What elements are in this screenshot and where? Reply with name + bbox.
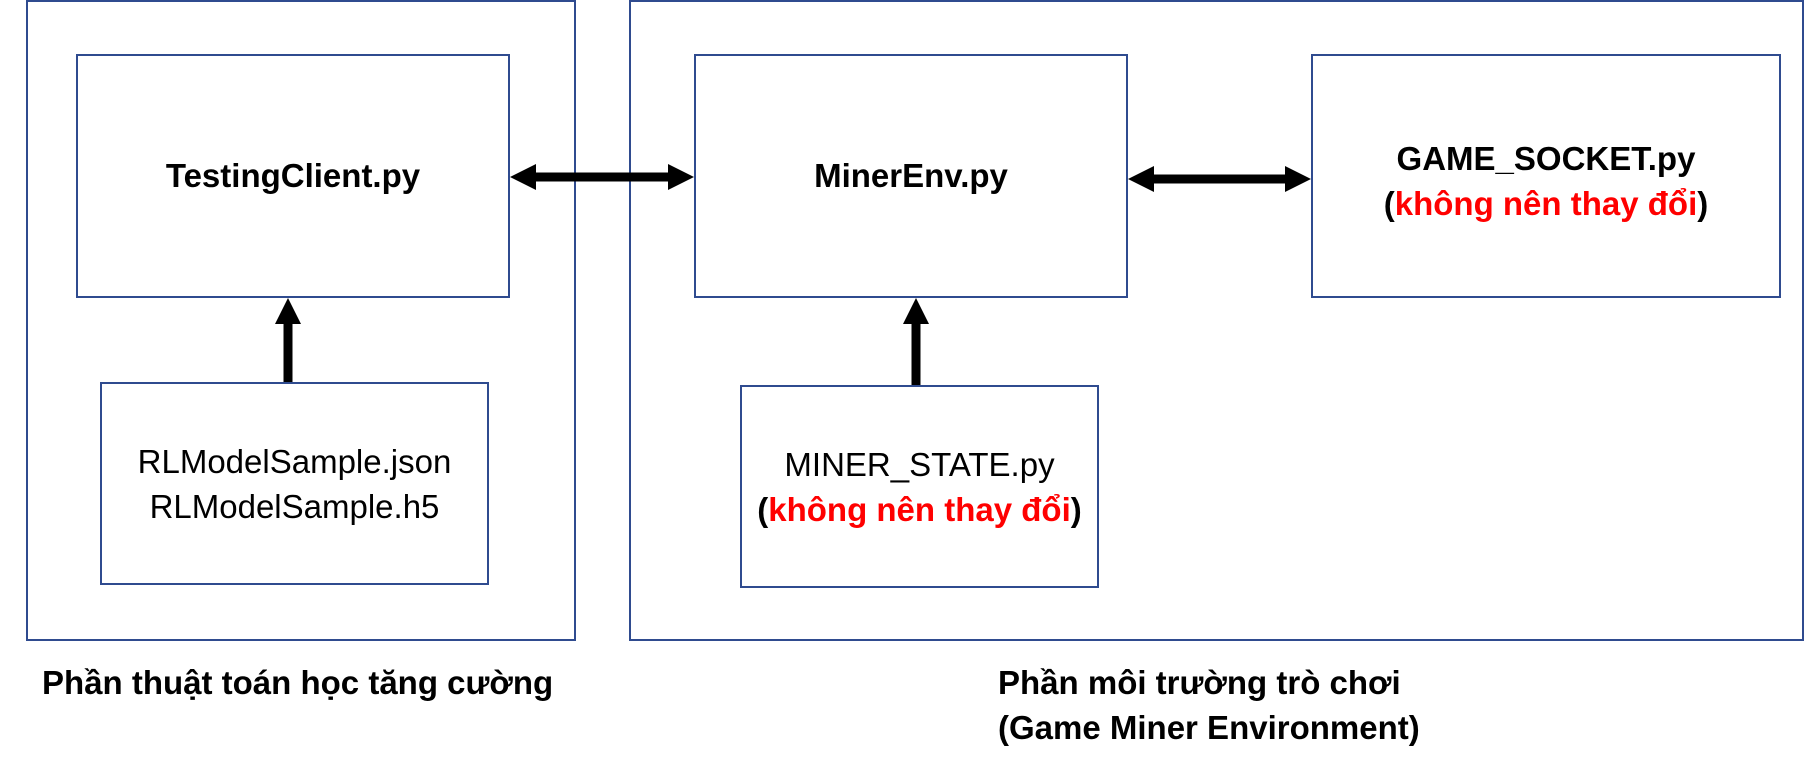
miner-env-node: MinerEnv.py: [694, 54, 1128, 298]
arrow-head-to-game_socket: [1285, 166, 1311, 192]
game-socket-node: GAME_SOCKET.py (không nên thay đổi): [1311, 54, 1781, 298]
miner-state-note: (không nên thay đổi): [757, 490, 1082, 528]
rl-algorithm-panel: [26, 0, 576, 641]
miner-state-warning: không nên thay đổi: [768, 490, 1071, 528]
miner-env-label: MinerEnv.py: [814, 157, 1008, 194]
game-socket-warning: không nên thay đổi: [1394, 185, 1698, 222]
model-h5-label: RLModelSample.h5: [149, 487, 440, 525]
arrow-head-to-testing_client: [275, 298, 301, 324]
arrow-head-to-miner_env: [668, 164, 694, 190]
game-socket-note: (không nên thay đổi): [1383, 185, 1709, 222]
arrow-head-to-testing_client: [510, 164, 536, 190]
model-json-label: RLModelSample.json: [137, 442, 452, 480]
env-panel-caption-line2: (Game Miner Environment): [998, 709, 1420, 746]
miner-state-node: MINER_STATE.py (không nên thay đổi): [740, 385, 1099, 588]
game-environment-panel: [629, 0, 1804, 641]
arrow-head-to-miner_env: [903, 298, 929, 324]
model-files-node: RLModelSample.json RLModelSample.h5: [100, 382, 489, 585]
testing-client-node: TestingClient.py: [76, 54, 510, 298]
testing-client-label: TestingClient.py: [165, 157, 421, 194]
env-panel-caption-line1: Phần môi trường trò chơi: [998, 664, 1401, 701]
game-socket-label: GAME_SOCKET.py: [1396, 140, 1696, 177]
miner-state-label: MINER_STATE.py: [784, 445, 1055, 483]
rl-panel-caption: Phần thuật toán học tăng cường: [42, 664, 554, 701]
arrow-head-to-miner_env: [1128, 166, 1154, 192]
